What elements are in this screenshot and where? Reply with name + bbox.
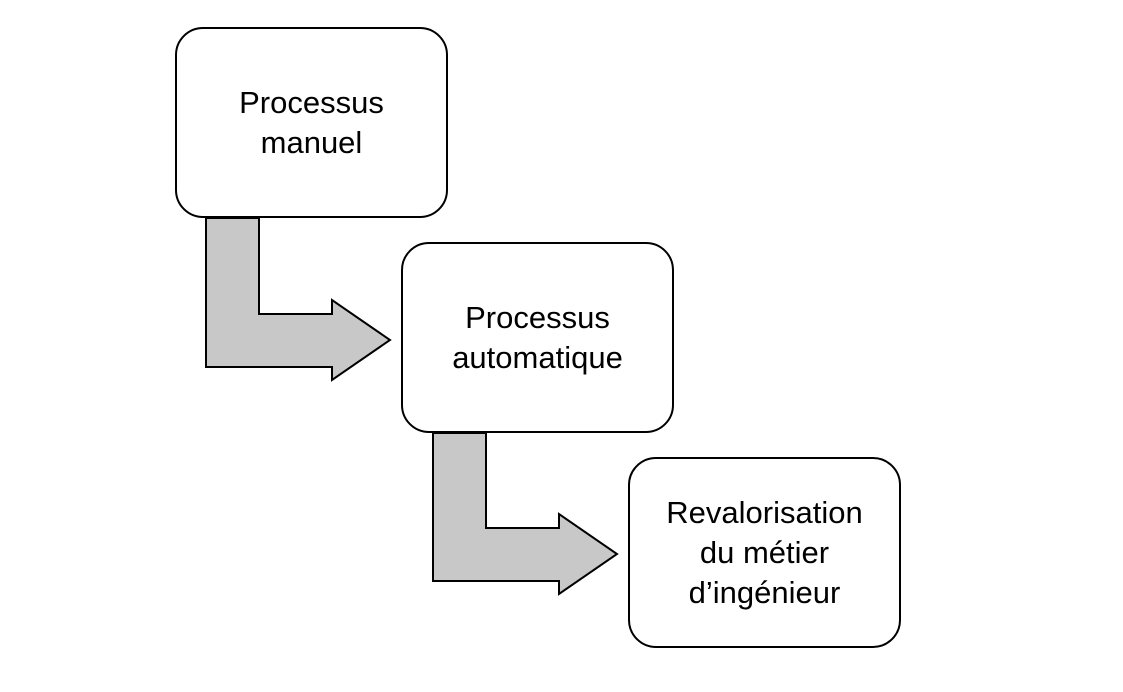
- bent-arrow-automatic-to-revalorisation: [432, 432, 619, 596]
- bent-arrow-manual-to-automatic: [205, 217, 392, 382]
- step-label-manual-process: Processus manuel: [239, 84, 384, 160]
- step-box-manual-process: Processus manuel: [175, 27, 448, 218]
- step-box-revalorisation: Revalorisation du métier d’ingénieur: [628, 457, 901, 648]
- step-label-revalorisation: Revalorisation du métier d’ingénieur: [666, 494, 863, 610]
- step-label-automatic-process: Processus automatique: [452, 299, 623, 375]
- step-box-automatic-process: Processus automatique: [401, 242, 674, 433]
